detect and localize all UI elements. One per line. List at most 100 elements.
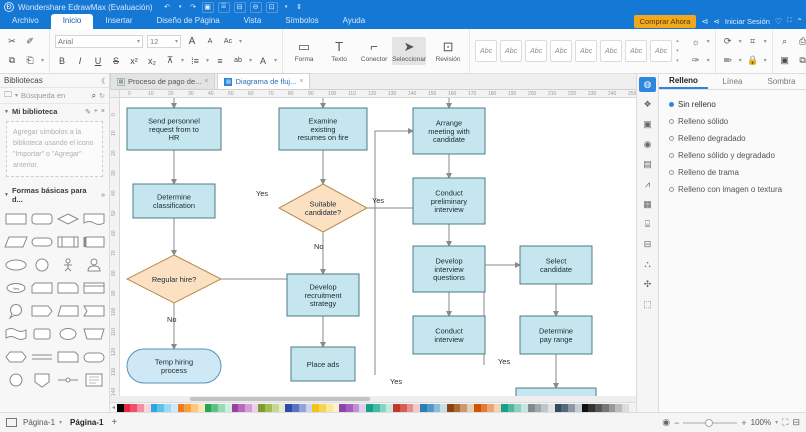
color-swatch[interactable] [258, 403, 266, 412]
color-swatch[interactable] [460, 403, 468, 412]
color-swatch[interactable] [500, 403, 508, 412]
color-swatch[interactable] [406, 403, 414, 412]
tab-inicio[interactable]: Inicio [50, 14, 94, 29]
color-swatch[interactable] [541, 403, 549, 412]
style-swatch[interactable]: Abc [625, 40, 648, 62]
color-swatch[interactable] [554, 403, 562, 412]
color-swatch[interactable] [305, 403, 313, 412]
zoom-slider-knob[interactable] [705, 418, 714, 427]
shape-rounded-rect[interactable] [29, 209, 54, 229]
gallery-scroll[interactable]: ▴ ▾ ▾ [676, 38, 679, 64]
color-swatch[interactable] [298, 403, 306, 412]
color-swatch[interactable] [339, 403, 346, 412]
redo-icon[interactable]: ↷ [190, 4, 197, 11]
search-icon[interactable]: ⌕ [782, 36, 788, 46]
color-swatch[interactable] [574, 403, 582, 412]
theme-icon[interactable]: ◉ [643, 139, 652, 149]
shape-rect-corner[interactable] [55, 347, 80, 367]
crop-dropdown-icon[interactable]: ▾ [763, 39, 767, 45]
shape-circle[interactable] [29, 255, 54, 275]
color-swatch[interactable] [197, 403, 205, 412]
tool-texto[interactable]: T Texto [322, 37, 356, 65]
color-swatch[interactable] [534, 403, 542, 412]
highlight-icon[interactable]: ab [234, 57, 242, 64]
collapse-ribbon-icon[interactable]: ⌃ [796, 17, 803, 26]
shape-notched-rect[interactable] [81, 301, 106, 321]
font-color-dropdown-icon[interactable]: ▾ [274, 58, 278, 64]
option-relleno-solido[interactable]: Relleno sólido [659, 113, 806, 130]
chevron-down-icon[interactable]: ▾ [15, 93, 19, 99]
font-color-icon[interactable]: A [260, 55, 267, 66]
hierarchy-icon[interactable]: ⛬ [644, 259, 651, 269]
color-swatch[interactable] [312, 403, 320, 412]
shape-note[interactable] [81, 370, 106, 390]
color-swatch[interactable] [278, 403, 286, 412]
style-swatch[interactable]: Abc [550, 40, 573, 62]
flowchart-node[interactable]: Regular hire? [125, 254, 223, 304]
zoom-in-button[interactable]: + [741, 417, 747, 428]
color-swatch[interactable] [521, 403, 528, 412]
copy-icon[interactable]: ⧉ [8, 55, 16, 65]
import-library-icon[interactable]: 🗀 [4, 89, 12, 99]
layers-icon[interactable]: ⧉ [799, 55, 806, 65]
theme-dropdown-icon[interactable]: ▾ [706, 39, 710, 45]
save-icon[interactable]: ⊟ [233, 1, 246, 13]
tab-simbolos[interactable]: Símbolos [285, 16, 319, 25]
color-swatch[interactable] [440, 403, 447, 412]
horizontal-scrollbar[interactable] [110, 396, 636, 402]
replace-icon[interactable]: ⎙ [799, 36, 806, 46]
tool-conector[interactable]: ⌐ Conector [357, 37, 391, 65]
flowchart-node[interactable]: Place ads [290, 346, 356, 382]
shape-stadium[interactable] [29, 232, 54, 252]
tab-sombra[interactable]: Sombra [767, 77, 796, 86]
subscript-button[interactable]: x₂ [148, 55, 157, 66]
shape-pill[interactable] [81, 347, 106, 367]
color-swatch[interactable] [433, 403, 441, 412]
tab-linea[interactable]: Línea [722, 77, 743, 86]
fit-page-icon[interactable]: ⛶ [782, 417, 789, 427]
tab-vista[interactable]: Vista [243, 16, 262, 25]
zoom-slider[interactable] [683, 418, 738, 427]
layout-icon[interactable]: ✣ [643, 279, 652, 289]
option-relleno-degradado[interactable]: Relleno degradado [659, 130, 806, 147]
option-sin-relleno[interactable]: Sin relleno [659, 96, 806, 113]
color-swatch[interactable] [595, 403, 602, 412]
color-swatch[interactable] [325, 403, 333, 412]
buy-now-button[interactable]: Comprar Ahora [633, 15, 697, 28]
color-swatch[interactable] [608, 403, 616, 412]
section-mi-biblioteca[interactable]: ▼ Mi biblioteca ✎ + × [0, 104, 109, 119]
option-relleno-de-trama[interactable]: Relleno de trama [659, 164, 806, 181]
close-library-icon[interactable]: × [100, 108, 105, 115]
color-swatch[interactable] [393, 403, 400, 412]
shape-table-box[interactable] [81, 278, 106, 298]
align-dropdown-icon[interactable]: ▾ [738, 58, 742, 64]
color-swatch-strip[interactable] [117, 403, 636, 412]
export-dropdown-icon[interactable]: ▾ [284, 4, 288, 10]
rotate-icon[interactable]: ⟳ [723, 36, 732, 46]
shape-trapezoid[interactable] [55, 301, 80, 321]
shape-callout[interactable] [3, 301, 28, 321]
clear-format-dropdown-icon[interactable]: ▾ [239, 39, 243, 45]
style-swatch[interactable]: Abc [500, 40, 523, 62]
color-swatch[interactable] [218, 403, 225, 412]
format-painter-icon[interactable]: ✐ [26, 36, 34, 46]
color-swatch[interactable] [561, 403, 569, 412]
add-library-icon[interactable]: + [93, 108, 98, 115]
vertical-ruler[interactable]: 0102030405060708090100110120130140150160… [110, 98, 120, 396]
table-icon[interactable]: ▦ [643, 199, 652, 209]
text-color-dropdown-icon[interactable]: ▾ [181, 58, 185, 64]
color-swatch[interactable] [447, 403, 454, 412]
color-swatch[interactable] [420, 403, 427, 412]
tab-relleno[interactable]: Relleno [659, 74, 708, 89]
shape-rectangle[interactable] [3, 209, 28, 229]
color-swatch[interactable] [143, 403, 151, 412]
superscript-button[interactable]: x² [130, 55, 138, 66]
line-spacing-icon[interactable]: ⁞≡ [191, 55, 199, 66]
